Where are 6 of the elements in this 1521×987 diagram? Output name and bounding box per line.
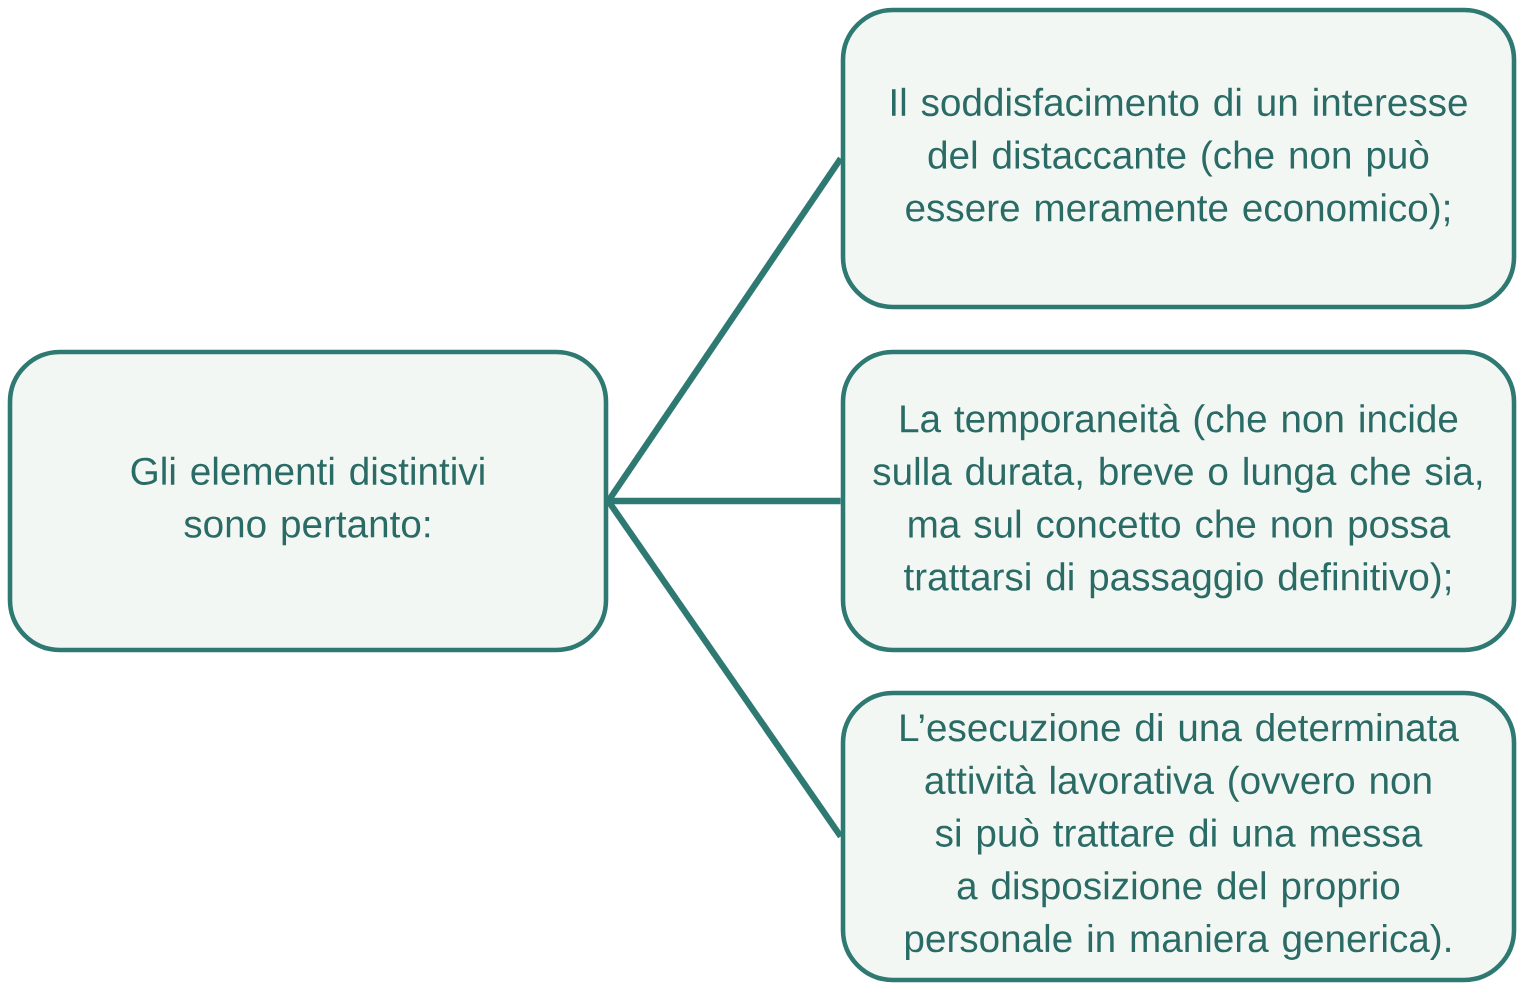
text-box: Gli elementi distintivi sono pertanto: xyxy=(7,349,609,653)
text-box: L’esecuzione di una determinata attività lavorativa (ovvero non si può trattare di una messa a disposizione del proprio personale in maniera generica). xyxy=(840,690,1517,983)
connector-line xyxy=(605,156,844,503)
text-box: La temporaneità (che non incide sulla durata, breve o lunga che sia, ma sul concetto che non possa trattarsi di passaggio definitivo); xyxy=(840,349,1517,653)
text-box: Il soddisfacimento di un interesse del distaccante (che non può essere meramente economico); xyxy=(840,7,1517,310)
connector-line xyxy=(605,499,844,839)
